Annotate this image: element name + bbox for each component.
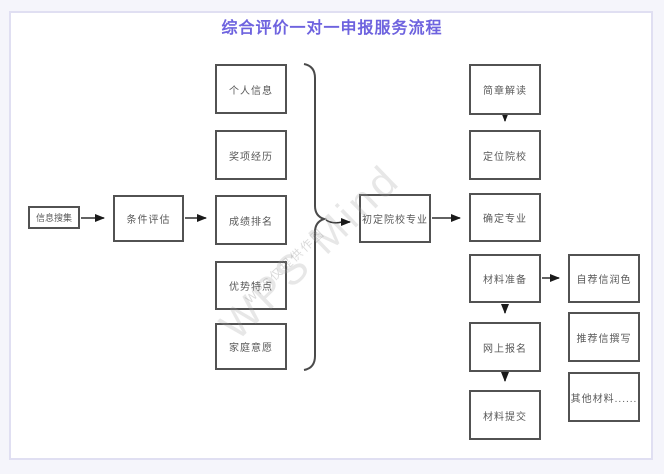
node-position-colleges[interactable]: 定位院校 bbox=[469, 130, 541, 180]
grouping-brace bbox=[303, 63, 328, 371]
node-recommendation-letter-writing[interactable]: 推荐信撰写 bbox=[568, 312, 640, 362]
node-award-experience[interactable]: 奖项经历 bbox=[215, 130, 287, 180]
node-info-collection[interactable]: 信息搜集 bbox=[28, 206, 80, 229]
node-brochure-interpretation[interactable]: 简章解读 bbox=[469, 64, 541, 115]
node-material-preparation[interactable]: 材料准备 bbox=[469, 254, 541, 303]
node-advantage-features[interactable]: 优势特点 bbox=[215, 261, 287, 310]
node-self-recommendation-polish[interactable]: 自荐信润色 bbox=[568, 254, 640, 303]
node-preliminary-college-major[interactable]: 初定院校专业 bbox=[359, 194, 431, 243]
node-other-materials[interactable]: 其他材料...... bbox=[568, 372, 640, 422]
node-condition-evaluation[interactable]: 条件评估 bbox=[113, 195, 184, 242]
node-grade-ranking[interactable]: 成绩排名 bbox=[215, 195, 287, 245]
node-material-submission[interactable]: 材料提交 bbox=[469, 390, 541, 440]
node-determine-major[interactable]: 确定专业 bbox=[469, 193, 541, 242]
diagram-title: 综合评价一对一申报服务流程 bbox=[221, 20, 443, 37]
node-family-wishes[interactable]: 家庭意愿 bbox=[215, 323, 287, 370]
arrow-brace-to-preliminary bbox=[325, 218, 351, 226]
node-personal-info[interactable]: 个人信息 bbox=[215, 64, 287, 114]
node-online-registration[interactable]: 网上报名 bbox=[469, 322, 541, 372]
